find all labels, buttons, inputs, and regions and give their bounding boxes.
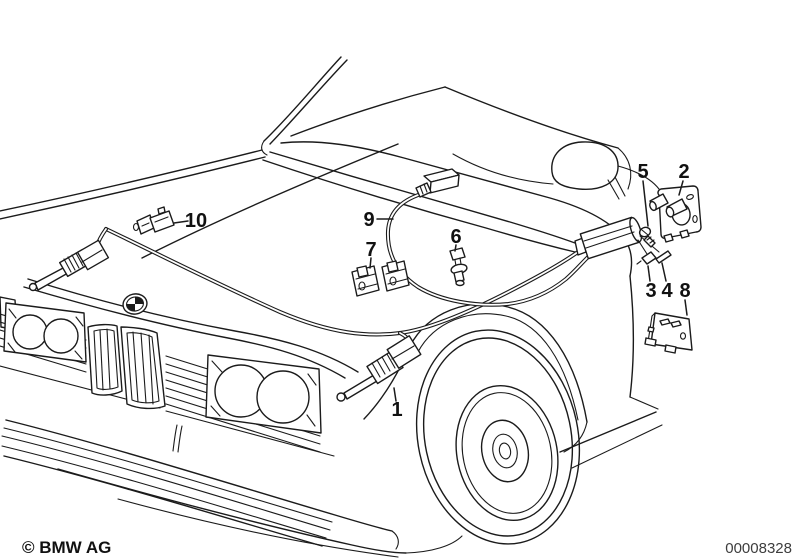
lock-plate-part2 [649, 185, 702, 243]
a-pillar-line [269, 59, 348, 145]
car-front-end [0, 278, 359, 457]
leader-10 [173, 220, 189, 224]
bumper-joint [177, 425, 183, 453]
screw-part5 [638, 226, 656, 248]
windshield-top-edge [290, 86, 446, 137]
cable-end-left [28, 239, 110, 292]
bowden-cable-main [94, 227, 587, 348]
leader-5 [642, 180, 649, 227]
callout-5[interactable]: 5 [637, 161, 648, 183]
sill-line [559, 411, 657, 453]
valance-right [405, 535, 463, 554]
bumper-joint [172, 424, 178, 452]
headlight-right [205, 354, 322, 434]
leader-3 [647, 265, 651, 282]
door-frame-hatch [614, 176, 626, 197]
hood-front-edge [23, 286, 346, 379]
arch-rear [563, 421, 588, 453]
kidney-grille [87, 323, 166, 410]
latch-cable-cylinder [574, 216, 660, 260]
release-handle-part9 [415, 168, 460, 198]
left-shoulder-line [0, 149, 263, 212]
wheel-arch-fender [363, 303, 663, 469]
roof-side-edge [444, 86, 619, 149]
car-body-outline [0, 56, 660, 398]
body-side-line [617, 165, 660, 190]
fitting-part3 [636, 251, 657, 265]
bmw-roundel [122, 293, 148, 315]
callout-2[interactable]: 2 [678, 161, 689, 183]
callout-leader-lines [173, 180, 688, 402]
leader-4 [661, 262, 667, 282]
hood-rear-edge [262, 159, 576, 253]
callout-4[interactable]: 4 [661, 280, 673, 302]
cable-clips-part7 [351, 260, 410, 297]
grille-band-bottom [165, 410, 335, 457]
a-pillar-line [263, 56, 342, 142]
hood-crease [141, 143, 399, 259]
cable-end-right-part1 [336, 335, 422, 402]
front-bumper [1, 419, 463, 558]
bumper-end-cap [391, 530, 399, 550]
callout-1[interactable]: 1 [391, 399, 402, 421]
callout-6[interactable]: 6 [450, 226, 461, 248]
front-spoiler-lower [117, 498, 399, 558]
leader-7 [369, 257, 372, 269]
door-bottom [629, 396, 659, 410]
callout-numbers: 1 2 3 4 5 6 7 8 9 10 [185, 161, 691, 421]
bowden-cable-handle-loop [385, 192, 590, 307]
door-gap-line [629, 275, 635, 398]
seat-back-line [452, 153, 554, 185]
callout-3[interactable]: 3 [645, 280, 656, 302]
leader-1 [393, 387, 397, 402]
leader-8 [684, 299, 688, 316]
sill-line [571, 424, 663, 469]
leader-2 [678, 180, 684, 196]
callout-10[interactable]: 10 [185, 210, 207, 232]
a-pillar-foot [261, 140, 268, 156]
front-spoiler [57, 468, 407, 554]
pin-part4 [655, 250, 672, 264]
hood-rear-edge [269, 151, 584, 247]
inner-cable-wire [637, 239, 648, 255]
seat-headrest [551, 141, 619, 190]
callout-9[interactable]: 9 [363, 209, 374, 231]
clamp-part10 [132, 206, 175, 235]
callout-8[interactable]: 8 [679, 280, 690, 302]
grommet-part6 [449, 247, 468, 287]
leader-6 [454, 244, 457, 252]
door-frame-hook [617, 147, 632, 190]
hood-front-edge [27, 278, 359, 373]
copyright-text: © BMW AG [22, 538, 111, 557]
left-shoulder-line [0, 156, 266, 220]
bracket-part8 [644, 312, 693, 354]
image-number: 00008328 [725, 540, 792, 557]
callout-7[interactable]: 7 [365, 239, 376, 261]
front-wheel [415, 329, 581, 545]
headlight-left [3, 302, 87, 363]
